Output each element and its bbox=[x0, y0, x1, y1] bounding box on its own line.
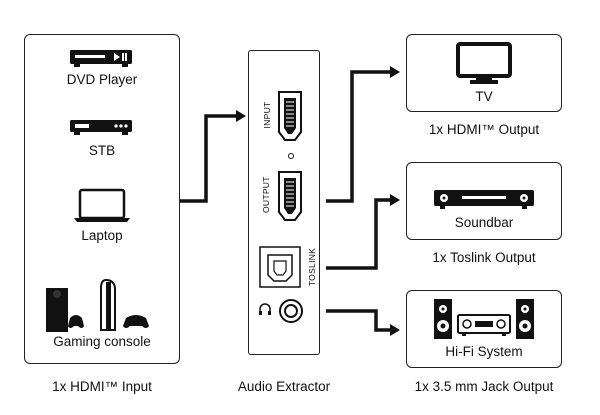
soundbar-icon bbox=[434, 190, 534, 209]
soundbar-label: Soundbar bbox=[454, 215, 514, 230]
indicator-dot-1 bbox=[288, 153, 294, 159]
source-label-laptop: Laptop bbox=[81, 228, 123, 243]
tv-icon bbox=[456, 42, 512, 84]
source-label-dvd: DVD Player bbox=[66, 72, 138, 87]
headphone-icon bbox=[259, 303, 271, 315]
laptop-icon bbox=[74, 188, 130, 222]
gaming-console-icon bbox=[46, 278, 149, 332]
hdmi-input-port bbox=[278, 91, 302, 141]
dvd-player-icon bbox=[70, 50, 132, 67]
hifi-label: Hi-Fi System bbox=[445, 344, 523, 359]
hdmi-output-port bbox=[278, 171, 302, 221]
set-top-box-icon bbox=[70, 120, 132, 135]
extractor-caption: Audio Extractor bbox=[237, 379, 331, 394]
tv-label: TV bbox=[475, 89, 493, 104]
sources-caption: 1x HDMI™ Input bbox=[52, 379, 152, 394]
toslink-port bbox=[259, 246, 301, 288]
soundbar-caption: 1x Toslink Output bbox=[432, 250, 536, 265]
audio-jack-port bbox=[279, 299, 303, 323]
source-label-gaming: Gaming console bbox=[53, 334, 151, 349]
tv-caption: 1x HDMI™ Output bbox=[428, 122, 540, 137]
hifi-caption: 1x 3.5 mm Jack Output bbox=[414, 379, 554, 394]
hifi-system-icon bbox=[434, 299, 534, 339]
source-label-stb: STB bbox=[88, 143, 116, 158]
